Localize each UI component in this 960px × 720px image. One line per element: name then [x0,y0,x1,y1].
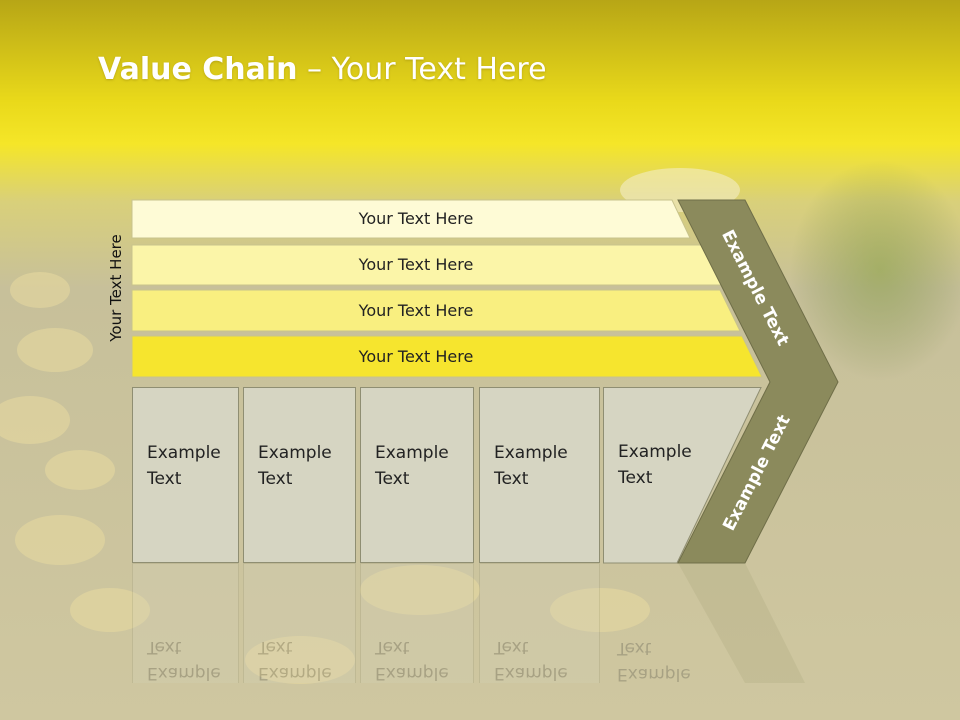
title-rest: Your Text Here [331,52,547,87]
cell-line2: Text [258,469,293,489]
band-label: Your Text Here [358,301,474,320]
cell-line2: Text [375,469,410,489]
cell-line2: Text [147,469,182,489]
cell-2: Example Text [243,387,356,563]
band-label: Your Text Here [358,255,474,274]
cell-4: Example Text [479,387,600,563]
cell-line1: Example [618,442,692,462]
cell-line1: Example [258,443,332,463]
slide-title: Value Chain – Your Text Here [98,52,547,87]
title-separator: – [297,52,332,87]
cell-line2: Text [618,468,653,488]
band-label: Your Text Here [358,347,474,366]
cell-line2: Text [494,469,529,489]
cell-5: Example Text [618,439,692,491]
side-label: Your Text Here [107,234,125,342]
cell-3: Example Text [360,387,474,563]
cell-line1: Example [494,443,568,463]
band-label: Your Text Here [358,209,474,228]
cell-line1: Example [375,443,449,463]
cell-1: Example Text [132,387,239,563]
cell-line1: Example [147,443,221,463]
title-bold: Value Chain [98,52,298,87]
